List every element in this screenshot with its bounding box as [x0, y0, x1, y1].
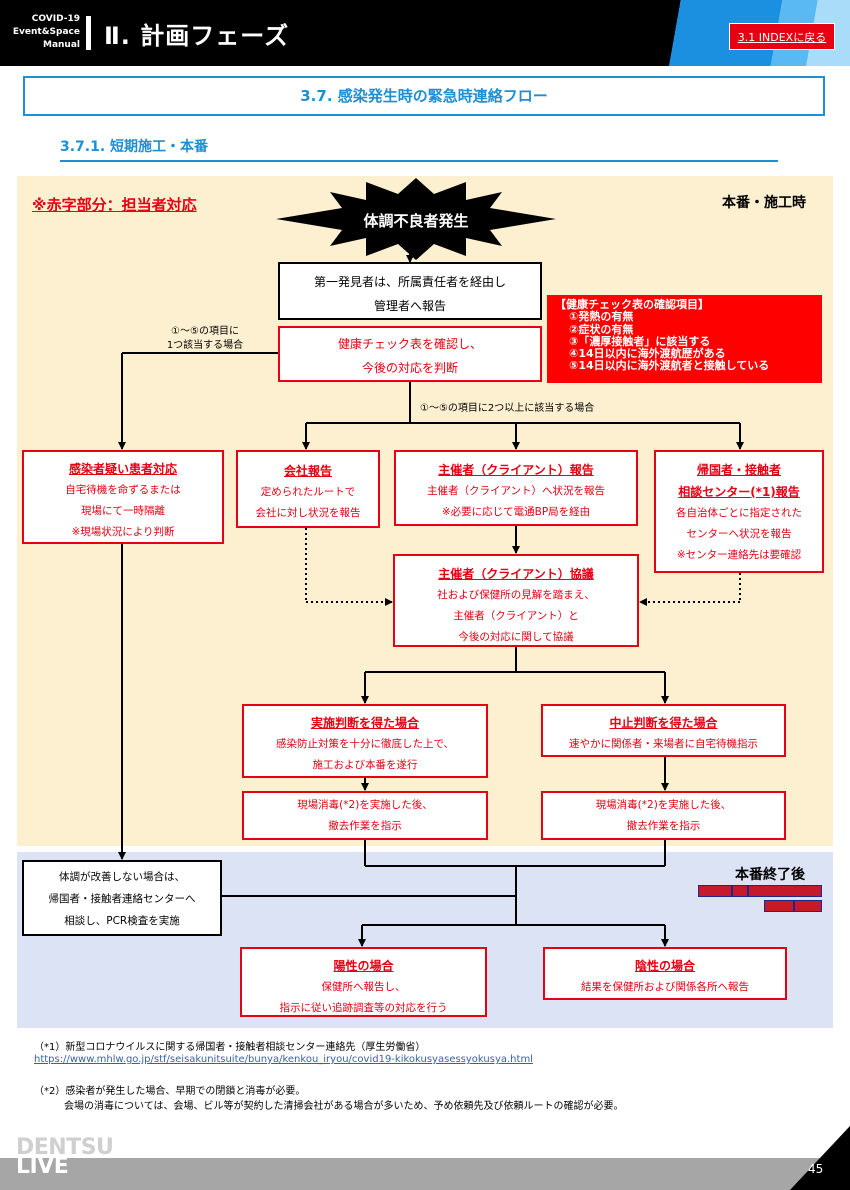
disinfection-line: 撤去作業を指示 — [626, 820, 701, 832]
disinfection-box-left: 現場消毒(*2)を実施した後、 撤去作業を指示 — [242, 791, 488, 840]
positive-line: 保健所へ報告し、 — [321, 981, 406, 993]
center-title: 帰国者・接触者 — [696, 463, 781, 477]
client-report-line: ※必要に応じて電通BP局を経由 — [441, 506, 591, 518]
check-item: ③「濃厚接触者」に該当する — [569, 334, 711, 348]
positive-result-box: 陽性の場合 保健所へ報告し、 指示に従い追跡調査等の対応を行う — [240, 947, 487, 1017]
footnote-2-detail: 会場の消毒については、会場、ビル等が契約した清掃会社がある場合が多いため、予め依… — [64, 1101, 624, 1112]
company-report-line: 会社に対し状況を報告 — [255, 507, 361, 519]
disinfection-line: 現場消毒(*2)を実施した後、 — [297, 799, 433, 811]
header-title: Ⅱ. 計画フェーズ — [104, 22, 290, 50]
health-check-box: 健康チェック表を確認し、 今後の対応を判断 — [278, 326, 542, 382]
consultation-title: 主催者（クライアント）協議 — [438, 567, 594, 581]
pcr-line: 体調が改善しない場合は、 — [59, 871, 185, 883]
center-line: センターへ状況を報告 — [686, 528, 792, 540]
client-consultation-box: 主催者（クライアント）協議 社および保健所の見解を踏まえ、 主催者（クライアント… — [393, 554, 639, 647]
company-report-title: 会社報告 — [283, 464, 332, 478]
positive-line: 指示に従い追跡調査等の対応を行う — [279, 1002, 448, 1014]
company-report-line: 定められたルートで — [260, 486, 356, 498]
footer-corner-decoration — [790, 1126, 850, 1190]
consultation-line: 主催者（クライアント）と — [453, 610, 579, 622]
footer-bar — [0, 1158, 850, 1190]
health-check-line: 健康チェック表を確認し、 — [337, 337, 482, 351]
branch-one-label: ①～⑤の項目に 1つ該当する場合 — [150, 325, 260, 353]
client-report-line: 主催者（クライアント）へ状況を報告 — [426, 485, 606, 497]
check-item: ⑤14日以内に海外渡航者と接触している — [569, 359, 770, 373]
disinfection-line: 撤去作業を指示 — [328, 820, 402, 832]
header-divider — [86, 16, 91, 50]
stop-decision-box: 中止判断を得た場合 速やかに関係者・来場者に自宅待機指示 — [541, 704, 786, 757]
first-finder-line: 第一発見者は、所属責任者を経由し — [313, 275, 506, 289]
company-report-box: 会社報告 定められたルートで 会社に対し状況を報告 — [236, 450, 380, 528]
subsection-rule — [60, 160, 778, 162]
proceed-title: 実施判断を得た場合 — [310, 716, 419, 730]
suspect-line: ※現場状況により判断 — [71, 526, 175, 538]
redacted-marks — [698, 885, 822, 915]
check-item: ①発熱の有無 — [569, 310, 634, 324]
pcr-test-box: 体調が改善しない場合は、 帰国者・接触者連絡センターへ 相談し、PCR検査を実施 — [22, 860, 222, 936]
negative-result-box: 陰性の場合 結果を保健所および関係各所へ報告 — [543, 947, 787, 1000]
footnote-2: （*2）感染者が発生した場合、早期での閉鎖と消毒が必要。 — [34, 1086, 306, 1097]
brand-line: COVID-19 — [31, 14, 80, 24]
consultation-line: 今後の対応に関して協議 — [458, 631, 574, 643]
phase-label-during: 本番・施工時 — [722, 195, 806, 211]
suspect-line: 自宅待機を命ずるまたは — [65, 484, 181, 496]
logo-line: LIVE — [16, 1154, 69, 1179]
client-report-title: 主催者（クライアント）報告 — [438, 463, 594, 477]
logo-line: DENTSU — [16, 1135, 114, 1160]
client-report-box: 主催者（クライアント）報告 主催者（クライアント）へ状況を報告 ※必要に応じて電… — [394, 450, 638, 526]
disinfection-box-right: 現場消毒(*2)を実施した後、 撤去作業を指示 — [541, 791, 786, 840]
disinfection-line: 現場消毒(*2)を実施した後、 — [595, 799, 732, 811]
suspect-response-box: 感染者疑い患者対応 自宅待機を命ずるまたは 現場にて一時隔離 ※現場状況により判… — [22, 450, 224, 544]
check-list-title: 【健康チェック表の確認項目】 — [555, 298, 709, 311]
negative-title: 陰性の場合 — [634, 959, 695, 973]
branch-one-line: ①～⑤の項目に — [171, 326, 239, 337]
footnote-1: （*1）新型コロナウイルスに関する帰国者・接触者相談センター連絡先（厚生労働省） — [34, 1042, 426, 1053]
phase-label-after: 本番終了後 — [735, 867, 805, 883]
footnote-1-link-wrap: https://www.mhlw.go.jp/stf/seisakunitsui… — [34, 1054, 533, 1065]
negative-line: 結果を保健所および関係各所へ報告 — [581, 981, 749, 993]
center-line: 各自治体ごとに指定された — [676, 507, 802, 519]
pcr-line: 帰国者・接触者連絡センターへ — [48, 893, 196, 905]
proceed-line: 施工および本番を遂行 — [312, 759, 418, 771]
branch-two-label: ①～⑤の項目に2つ以上に該当する場合 — [420, 403, 595, 414]
suspect-title: 感染者疑い患者対応 — [68, 462, 177, 476]
branch-one-line: 1つ該当する場合 — [166, 340, 244, 351]
proceed-line: 感染防止対策を十分に徹底した上で、 — [275, 738, 455, 750]
health-check-items: 【健康チェック表の確認項目】 ①発熱の有無 ②症状の有無 ③「濃厚接触者」に該当… — [547, 295, 822, 383]
stop-line: 速やかに関係者・来場者に自宅待機指示 — [569, 738, 758, 750]
brand-line: Event&Space — [12, 27, 80, 37]
incident-starburst — [276, 178, 556, 260]
red-text-legend: ※赤字部分：担当者対応 — [32, 196, 197, 214]
check-item: ④14日以内に海外渡航歴がある — [569, 347, 726, 361]
stop-title: 中止判断を得た場合 — [609, 716, 718, 730]
check-item: ②症状の有無 — [569, 322, 634, 336]
section-title: 3.7. 感染発生時の緊急時連絡フロー — [300, 87, 548, 105]
suspect-line: 現場にて一時隔離 — [81, 505, 165, 517]
health-check-line: 今後の対応を判断 — [361, 361, 458, 375]
first-finder-line: 管理者へ報告 — [373, 299, 446, 313]
first-finder-box: 第一発見者は、所属責任者を経由し 管理者へ報告 — [278, 262, 542, 320]
page-number: 45 — [808, 1162, 824, 1176]
center-title: 相談センター(*1)報告 — [678, 485, 800, 499]
consultation-line: 社および保健所の見解を踏まえ、 — [437, 589, 595, 601]
footnote-1-link[interactable]: https://www.mhlw.go.jp/stf/seisakunitsui… — [34, 1054, 533, 1065]
consultation-center-box: 帰国者・接触者 相談センター(*1)報告 各自治体ごとに指定された センターへ状… — [654, 450, 824, 573]
brand-line: Manual — [42, 40, 80, 50]
index-back-button[interactable]: 3.1 INDEXに戻る — [729, 23, 835, 50]
pcr-line: 相談し、PCR検査を実施 — [64, 915, 180, 927]
company-logo: DENTSU LIVE — [16, 1135, 114, 1179]
positive-title: 陽性の場合 — [333, 959, 394, 973]
section-title-frame — [23, 76, 825, 116]
center-line: ※センター連絡先は要確認 — [676, 549, 802, 561]
subsection-title: 3.7.1. 短期施工・本番 — [60, 139, 209, 155]
incident-start-label: 体調不良者発生 — [363, 212, 469, 230]
proceed-decision-box: 実施判断を得た場合 感染防止対策を十分に徹底した上で、 施工および本番を遂行 — [242, 704, 488, 778]
